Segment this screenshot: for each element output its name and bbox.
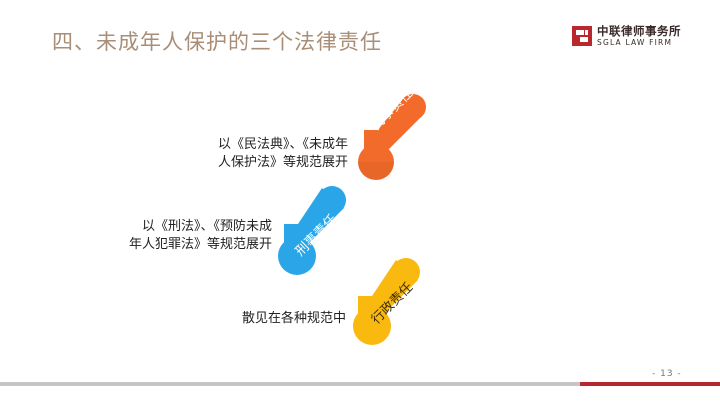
- logo-name-en: SGLA LAW FIRM: [597, 38, 673, 47]
- administrative-liability-badge: 行政责任: [350, 254, 424, 348]
- civil-liability-badge: 民事责任: [356, 86, 430, 184]
- criminal-desc-line-1: 以《刑法》、《预防未成: [141, 219, 272, 234]
- logo: 中联律师事务所 SGLA LAW FIRM: [571, 22, 691, 52]
- logo-name-cn: 中联律师事务所: [597, 24, 681, 38]
- administrative-desc-line-1: 散见在各种规范中: [241, 311, 346, 326]
- criminal-liability-badge: 刑事责任: [276, 182, 350, 278]
- civil-desc-line-2: 人保护法》等规范展开: [217, 155, 348, 170]
- civil-liability-description: 以《民法典》、《未成年 人保护法》等规范展开: [200, 136, 348, 172]
- logo-mark-icon: [572, 26, 592, 46]
- criminal-pill-shape: [278, 186, 346, 275]
- criminal-desc-line-2: 年人犯罪法》等规范展开: [128, 237, 272, 252]
- civil-desc-line-1: 以《民法典》、《未成年: [217, 137, 348, 152]
- administrative-pill-shape: [353, 258, 420, 345]
- footer-bar-red: [580, 382, 720, 386]
- slide-title: 四、未成年人保护的三个法律责任: [52, 30, 382, 54]
- civil-pill-shape: [358, 94, 426, 180]
- footer-bar-gray: [0, 382, 580, 386]
- page-number: - 13 -: [652, 369, 682, 379]
- criminal-liability-description: 以《刑法》、《预防未成 年人犯罪法》等规范展开: [116, 218, 272, 254]
- administrative-liability-description: 散见在各种规范中: [226, 310, 346, 328]
